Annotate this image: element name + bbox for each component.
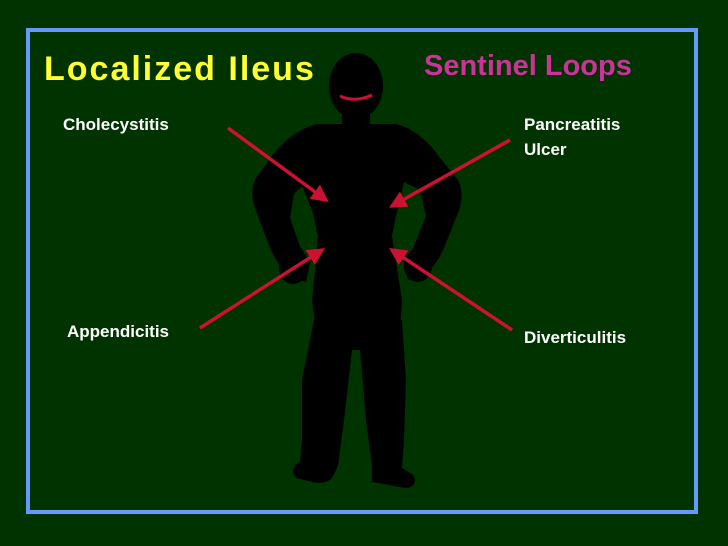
slide-subtitle: Sentinel Loops: [424, 50, 632, 82]
label-diverticulitis: Diverticulitis: [524, 328, 627, 347]
arrow-pancreatitis-ulcer: [388, 138, 511, 208]
label-pancreatitis: Pancreatitis: [524, 115, 621, 134]
label-appendicitis: Appendicitis: [67, 322, 170, 341]
label-ulcer: Ulcer: [524, 140, 567, 159]
label-cholecystitis: Cholecystitis: [63, 115, 169, 134]
mouth-smile: [339, 93, 373, 101]
human-silhouette: [252, 53, 462, 488]
slide-frame: [26, 28, 698, 514]
slide-title: Localized Ileus: [44, 50, 316, 88]
arrow-appendicitis: [199, 248, 325, 330]
arrow-cholecystitis: [226, 126, 329, 203]
arrow-diverticulitis: [389, 248, 513, 332]
